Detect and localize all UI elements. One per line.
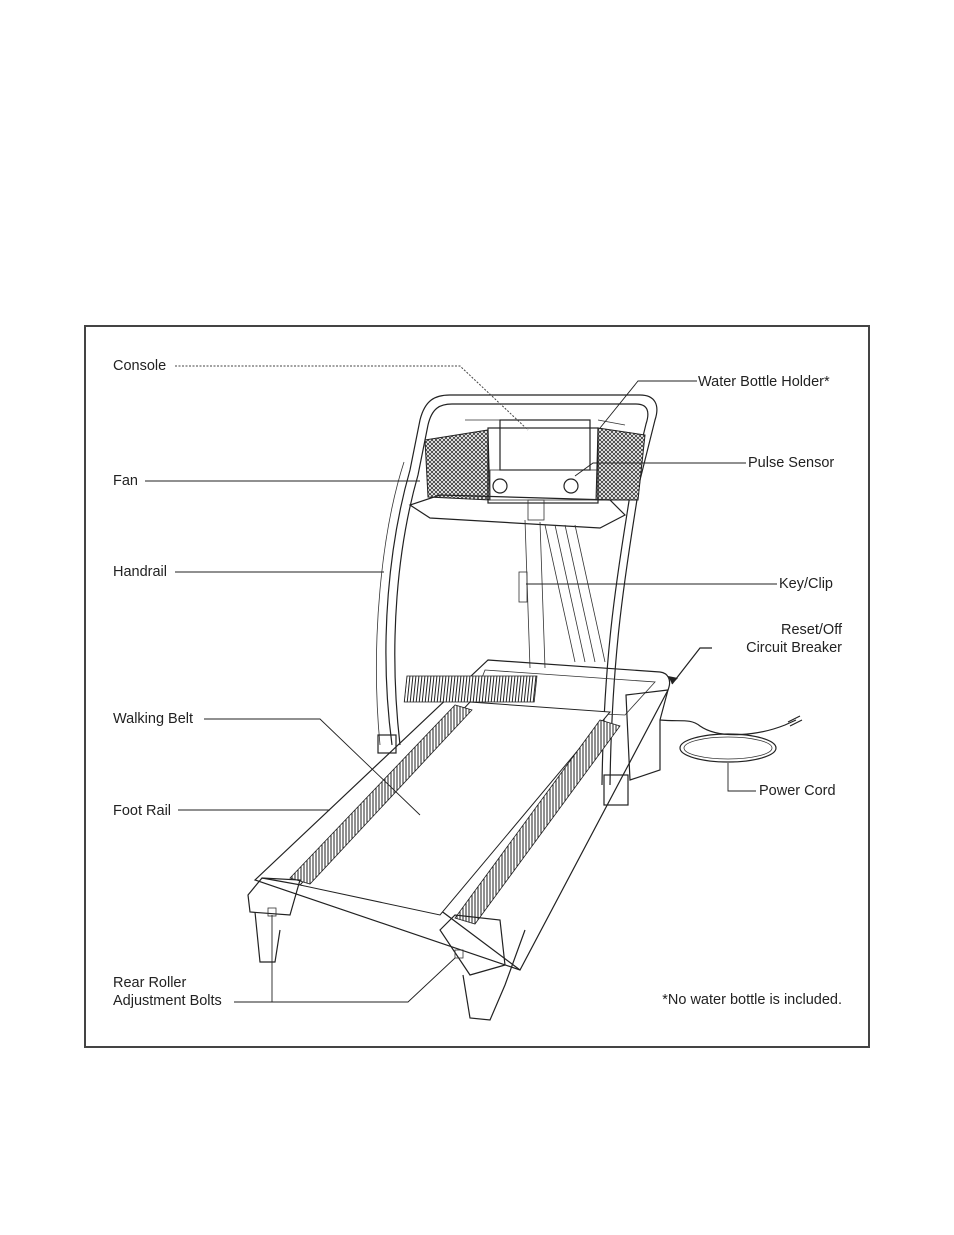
treadmill-deck bbox=[248, 660, 670, 1020]
label-power-cord: Power Cord bbox=[759, 783, 836, 800]
label-foot-rail: Foot Rail bbox=[113, 803, 171, 820]
label-reset-off: Reset/Off bbox=[781, 622, 842, 639]
label-key-clip: Key/Clip bbox=[779, 576, 833, 593]
circuit-breaker-leader bbox=[672, 648, 712, 684]
power-cord bbox=[660, 716, 802, 762]
upright-column bbox=[519, 520, 605, 668]
label-adjustment-bolts: Adjustment Bolts bbox=[113, 993, 222, 1010]
footnote: *No water bottle is included. bbox=[662, 992, 842, 1009]
fan-right bbox=[596, 428, 645, 500]
label-water-bottle-holder: Water Bottle Holder* bbox=[698, 374, 830, 391]
label-circuit-breaker: Circuit Breaker bbox=[746, 640, 842, 657]
label-rear-roller: Rear Roller bbox=[113, 975, 186, 992]
fan-left bbox=[425, 430, 490, 500]
label-walking-belt: Walking Belt bbox=[113, 711, 193, 728]
label-console: Console bbox=[113, 358, 166, 375]
label-handrail: Handrail bbox=[113, 564, 167, 581]
label-pulse-sensor: Pulse Sensor bbox=[748, 455, 834, 472]
label-fan: Fan bbox=[113, 473, 138, 490]
